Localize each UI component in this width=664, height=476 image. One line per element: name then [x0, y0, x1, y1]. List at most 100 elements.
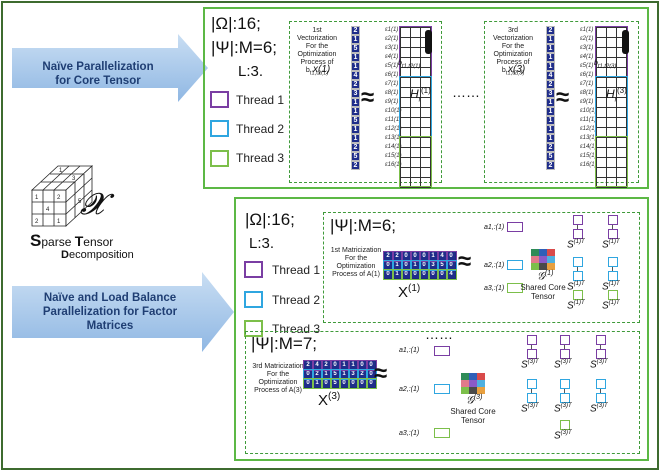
vector-cell: 5 [351, 152, 360, 161]
h-matrix-table [400, 27, 431, 188]
matrix-cell: 4 [436, 250, 448, 262]
row-label: ε7(1) [580, 81, 594, 87]
core-slice-square [527, 393, 537, 403]
core-slice-square [560, 393, 570, 403]
x3-matrix-label: X(3) [318, 391, 341, 409]
matrix-cell: 1 [347, 359, 359, 371]
a1-row-sub3 [434, 346, 450, 356]
core-slice-label: S(1)T [567, 300, 585, 312]
core-tensor-1 [531, 249, 555, 270]
top-arrow [12, 34, 208, 102]
matrix-cell: 2 [311, 368, 323, 380]
vectorization-3-title: 3rd Vectorization For the Optimization P… [492, 27, 534, 77]
matrix-cell: 1 [311, 377, 323, 389]
thread-group-outline [399, 136, 432, 187]
core-slice-square [608, 215, 618, 225]
core-slice-label: S(3)T [554, 359, 572, 371]
matrix-cell: 0 [445, 259, 457, 271]
tensor-symbol: 𝓧 [80, 188, 105, 221]
vector-cell: 1 [546, 98, 555, 107]
row-label: ε13(1) [580, 135, 597, 141]
row-label: ε11(1) [385, 117, 402, 123]
matrix-cell: 0 [409, 250, 421, 262]
core-slice-square [573, 257, 583, 267]
bottom-thread-2-swatch [244, 291, 263, 308]
row-label: ε12(1) [385, 126, 402, 132]
top-panel [203, 7, 649, 189]
vector-cell: 4 [351, 71, 360, 80]
approx-sign-m3: ≈ [374, 360, 388, 387]
svg-text:3: 3 [72, 176, 76, 182]
matrix-cell: 3 [427, 259, 439, 271]
matrix-cell: 0 [356, 377, 368, 389]
vectorization-1-title: 1st Vectorization For the Optimization P… [296, 27, 338, 77]
top-thread-2-swatch [210, 120, 229, 137]
chain-link [564, 345, 565, 349]
matrix-cell: 5 [329, 368, 341, 380]
row-label: ε11(1) [580, 117, 597, 123]
b-vector-1 [425, 30, 432, 54]
row-label: ε3(1) [385, 45, 399, 51]
a2-label-sub3: a2,:(1) [399, 386, 420, 393]
a1-label-sub1: a1,:(1) [484, 224, 505, 231]
tensor-title: Sparse Tensor [30, 231, 114, 250]
matrix-cell: 5 [436, 259, 448, 271]
a2-label-sub1: a2,:(1) [484, 262, 505, 269]
core-slice-label: S(1)T [602, 300, 620, 312]
chain-link [564, 389, 565, 393]
bottom-dots: …… [425, 326, 453, 342]
h-matrix-cell [420, 177, 431, 188]
vector-cell: 3 [351, 89, 360, 98]
row-label: ε16(1) [580, 162, 597, 168]
svg-text:2: 2 [57, 195, 61, 201]
row-label: ε12(1) [580, 126, 597, 132]
svg-text:2: 2 [35, 219, 39, 225]
core-slice-label: S(3)T [590, 403, 608, 415]
core-slice-label: S(3)T [521, 359, 539, 371]
row-label: ε14(1) [385, 144, 402, 150]
matrix-cell: 0 [400, 268, 412, 280]
row-label: ε8(1) [580, 90, 594, 96]
matrix-cell: 2 [382, 250, 394, 262]
matrix-cell: 0 [418, 250, 430, 262]
matrix-cell: 1 [338, 359, 350, 371]
vector-cell: 1 [546, 107, 555, 116]
vector-cell: 1 [351, 134, 360, 143]
core-slice-square [596, 335, 606, 345]
core-slice-label: S(1)T [567, 239, 585, 251]
row-label: ε4(1) [385, 54, 399, 60]
vector-cell: 1 [351, 35, 360, 44]
matricization-1-title: 1st Matricization For the Optimization P… [330, 247, 382, 278]
core-slice-label: S(1)T [602, 239, 620, 251]
a2-row-sub3 [434, 384, 450, 394]
matrix-cell: 0 [436, 268, 448, 280]
a3-label-sub1: a3,:(1) [484, 285, 505, 292]
chain-link [612, 225, 613, 229]
x3-label: x(3) [508, 64, 526, 75]
row-label: ε15(1) [385, 153, 402, 159]
row-label: ε13(1) [385, 135, 402, 141]
row-label: ε2(1) [385, 36, 399, 42]
vector-cell: 2 [351, 80, 360, 89]
core-tensor-3 [461, 373, 485, 394]
bottom-panel [234, 197, 649, 461]
vector-cell: 5 [351, 116, 360, 125]
matrix-cell: 0 [418, 268, 430, 280]
a2-row-sub1 [507, 260, 523, 270]
core-slice-square [608, 290, 618, 300]
matrix-cell: 0 [320, 377, 332, 389]
approx-sign-m1: ≈ [458, 248, 472, 275]
thread-group-outline [595, 136, 628, 187]
row-label: ε16(1) [385, 162, 402, 168]
core-slice-label: S(1)T [602, 281, 620, 293]
svg-text:1: 1 [59, 168, 63, 174]
h1-label: Hr(1) [410, 86, 431, 104]
matrix-cell: 1 [409, 259, 421, 271]
row-label: ε6(1) [385, 72, 399, 78]
matrix-cell: 0 [356, 359, 368, 371]
top-psi: |Ψ|:M=6; [211, 38, 278, 57]
x1-label: x(1) [313, 64, 331, 75]
chain-link [600, 345, 601, 349]
